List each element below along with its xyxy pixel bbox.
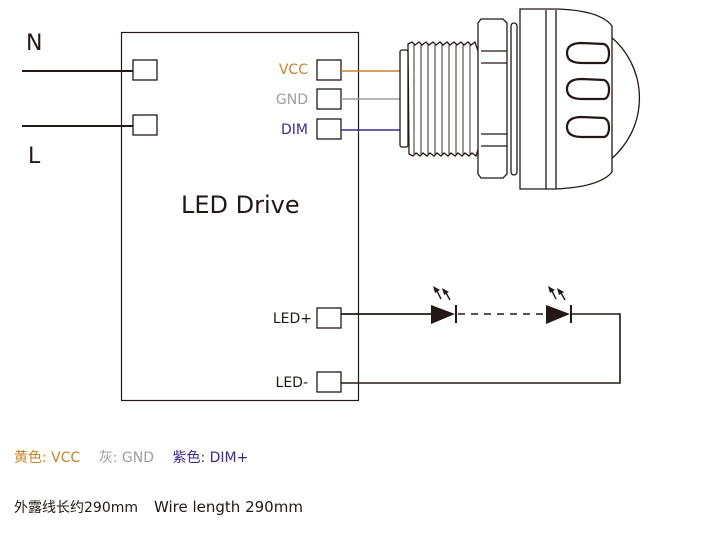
led-plus-terminal [316, 307, 342, 329]
wire-color-legend: 黄色: VCC 灰: GND 紫色: DIM+ [14, 447, 262, 467]
live-label: L [28, 144, 41, 169]
gnd-pin-label: GND [275, 92, 308, 108]
led-plus-label: LED+ [272, 311, 312, 327]
legend-gnd: 灰: GND [98, 450, 155, 466]
wire-length-note: 外露线长约290mm Wire length 290mm [14, 497, 303, 517]
wire-length-cn: 外露线长约290mm [14, 500, 138, 516]
led-string [341, 286, 621, 384]
led-1-icon [431, 286, 457, 324]
gnd-terminal [316, 88, 342, 110]
vcc-terminal [316, 59, 342, 81]
pir-sensor-icon [399, 8, 641, 190]
dim-pin-label: DIM [281, 122, 308, 138]
n-terminal [132, 59, 158, 81]
led-minus-terminal [316, 371, 342, 393]
legend-vcc: 黄色: VCC [14, 450, 81, 466]
wire-length-en: Wire length 290mm [154, 498, 303, 516]
dim-terminal [316, 118, 342, 140]
led-2-icon [546, 286, 572, 324]
led-minus-label: LED- [275, 375, 308, 391]
legend-dim: 紫色: DIM+ [172, 450, 249, 466]
driver-title: LED Drive [181, 191, 300, 219]
driver-box [120, 31, 360, 402]
l-terminal [132, 114, 158, 136]
vcc-pin-label: VCC [278, 62, 308, 78]
neutral-label: N [26, 31, 43, 56]
